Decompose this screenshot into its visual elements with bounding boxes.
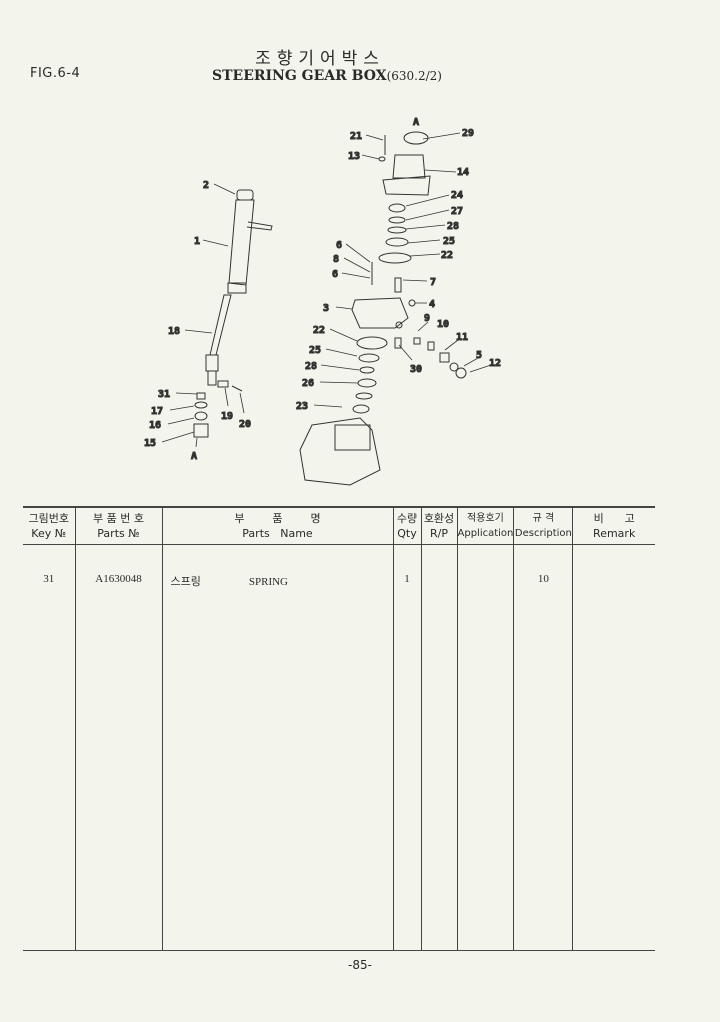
callout-label: 5 <box>476 350 482 361</box>
figure-number: FIG.6-4 <box>30 66 81 81</box>
callout-label: 22 <box>313 325 325 336</box>
header-ko: 적용호기 <box>467 513 504 524</box>
header-en: Key № <box>31 527 67 540</box>
callout-label: 13 <box>348 151 360 162</box>
header-en: Remark <box>593 527 636 540</box>
callout-label: 16 <box>149 420 161 431</box>
callout-label: 28 <box>305 361 317 372</box>
callout-label: 20 <box>239 419 251 430</box>
header-en: R/P <box>430 527 448 540</box>
exploded-parts-diagram: A 29 21 13 14 2 24 27 28 1 25 22 6 8 6 7… <box>144 117 502 486</box>
callout-label: 9 <box>424 313 430 324</box>
callout-label: 22 <box>441 250 453 261</box>
header-en: Parts № <box>97 527 140 540</box>
title-korean: 조향기어박스 <box>255 49 385 69</box>
header-en: Qty <box>397 527 417 540</box>
callout-label: 12 <box>489 358 501 369</box>
callout-label: 25 <box>443 236 455 247</box>
header-key-no: 그림번호 Key № <box>23 507 75 545</box>
callout-label: 26 <box>302 378 314 389</box>
cell-name: 스프링 SPRING <box>161 544 393 951</box>
callout-label: 7 <box>430 277 436 288</box>
callout-label: 14 <box>457 167 469 178</box>
callout-label: 2 <box>203 180 209 191</box>
callout-labels: A 29 21 13 14 2 24 27 28 1 25 22 6 8 6 7… <box>144 117 502 463</box>
table-row: 31 A1630048 스프링 SPRING 1 10 <box>23 544 655 951</box>
header-parts-no: 부 품 번 호 Parts № <box>74 507 162 545</box>
callout-label: 24 <box>451 190 463 201</box>
header-parts-name: 부 품 명 Parts Name <box>161 507 393 545</box>
callout-label: 27 <box>451 206 463 217</box>
cell-key: 31 <box>23 544 75 951</box>
callout-label: 31 <box>158 389 170 400</box>
cell-application <box>456 544 514 951</box>
callout-label: 19 <box>221 411 233 422</box>
header-description: 규 격 Description <box>513 507 573 545</box>
header-ko: 부 품 명 <box>234 512 321 525</box>
callout-label: 25 <box>309 345 321 356</box>
callout-label: 23 <box>296 401 308 412</box>
cell-qty: 1 <box>392 544 421 951</box>
callout-label: 8 <box>333 254 339 265</box>
header-ko: 수량 <box>396 512 418 525</box>
callout-label: 10 <box>437 319 449 330</box>
title-english: STEERING GEAR BOX(630.2/2) <box>212 68 442 84</box>
page-number: -85- <box>348 958 372 972</box>
header-ko: 부 품 번 호 <box>93 512 144 525</box>
parts-table: 그림번호 Key № 부 품 번 호 Parts № 부 품 명 Parts Name… <box>23 506 655 951</box>
callout-label: A <box>191 451 197 462</box>
callout-label: 17 <box>151 406 163 417</box>
header-en: Application <box>457 528 514 539</box>
header-ko: 규 격 <box>532 513 555 524</box>
steering-shaft-drawing <box>193 189 273 438</box>
callout-label: 6 <box>336 240 342 251</box>
callout-label: 18 <box>168 326 180 337</box>
gear-box-drawing <box>299 131 467 486</box>
callout-label: 15 <box>144 438 156 449</box>
callout-label: 28 <box>447 221 459 232</box>
callout-label: 6 <box>332 269 338 280</box>
title-suffix: (630.2/2) <box>386 69 442 83</box>
callout-label: A <box>413 117 419 128</box>
header-ko: 비 고 <box>593 512 635 525</box>
callout-label: 21 <box>350 131 362 142</box>
header-ko: 그림번호 <box>28 512 69 525</box>
table-header-row: 그림번호 Key № 부 품 번 호 Parts № 부 품 명 Parts Name… <box>23 507 655 545</box>
callout-label: 30 <box>410 364 422 375</box>
cell-rp <box>420 544 457 951</box>
header-en: Description <box>514 528 572 539</box>
header-qty: 수량 Qty <box>392 507 421 545</box>
cell-remark <box>572 544 655 951</box>
name-en: SPRING <box>248 576 288 588</box>
header-en: Parts Name <box>242 527 313 540</box>
callout-label: 4 <box>429 299 435 310</box>
header-application: 적용호기 Application <box>456 507 514 545</box>
header-rp: 호환성 R/P <box>420 507 457 545</box>
cell-part-no: A1630048 <box>74 544 162 951</box>
callout-label: 3 <box>323 303 329 314</box>
callout-label: 1 <box>194 236 200 247</box>
header-remark: 비 고 Remark <box>572 507 655 545</box>
leader-lines <box>161 132 492 448</box>
callout-label: 29 <box>462 128 474 139</box>
cell-description: 10 <box>513 544 573 951</box>
header-ko: 호환성 <box>423 512 455 525</box>
title-english-text: STEERING GEAR BOX <box>212 68 387 84</box>
callout-label: 11 <box>456 332 468 343</box>
name-ko: 스프링 <box>170 576 201 588</box>
